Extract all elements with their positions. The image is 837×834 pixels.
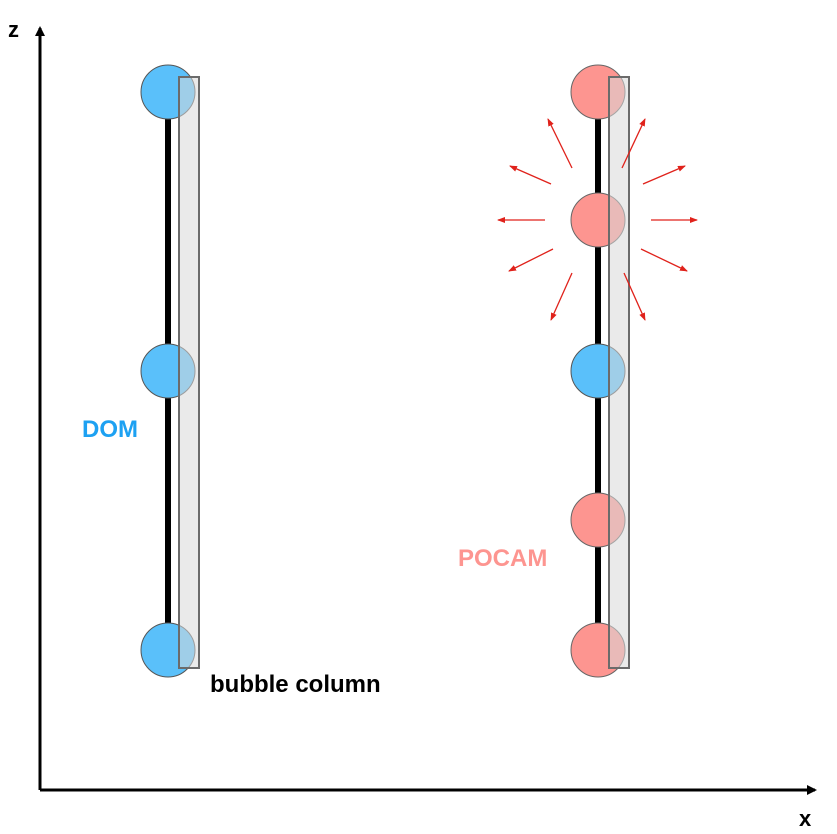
- emission-arrow: [550, 272, 573, 321]
- emission-arrow: [623, 272, 646, 321]
- right-bubble-column: [608, 76, 630, 669]
- emission-arrow: [509, 165, 552, 185]
- emission-arrow: [508, 248, 554, 272]
- x-axis-label: x: [799, 806, 812, 831]
- emission-arrow: [547, 118, 573, 169]
- emission-arrow: [640, 248, 688, 272]
- light-emission-arrows: [497, 118, 698, 321]
- dom-label: DOM: [82, 416, 138, 443]
- emission-arrow: [642, 165, 686, 185]
- emission-arrow: [621, 118, 646, 169]
- pocam-label: POCAM: [458, 545, 547, 572]
- left-bubble-column: [178, 76, 200, 669]
- bubble-column-label: bubble column: [210, 671, 381, 698]
- z-axis-label: z: [8, 17, 19, 42]
